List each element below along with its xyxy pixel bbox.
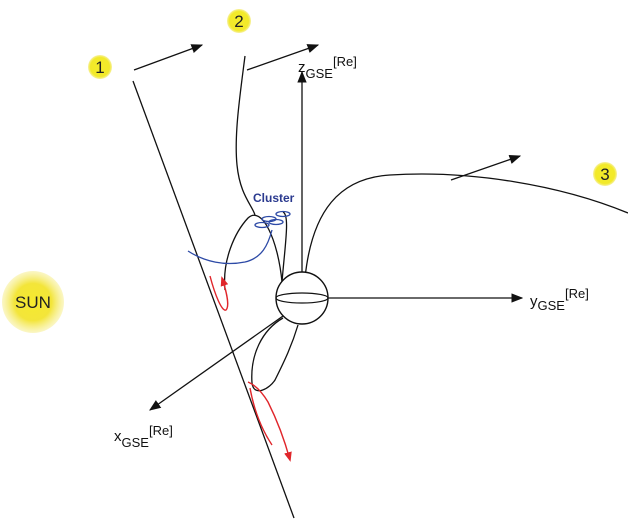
y-axis-label-sup: [Re] xyxy=(565,286,589,301)
field-line-3 xyxy=(304,173,628,279)
red-loop-upper xyxy=(209,275,229,311)
x-axis-label-main: x xyxy=(114,428,122,445)
red-loop-lower xyxy=(247,381,292,462)
badge-2-circle xyxy=(227,9,251,33)
sun-disc xyxy=(2,271,64,333)
motion-arrow-2 xyxy=(246,44,320,71)
dayside-loop-upper xyxy=(223,214,283,291)
badge-3: 3 xyxy=(593,162,617,186)
motion-arrow-1 xyxy=(133,44,204,71)
z-axis-label-sup: [Re] xyxy=(333,54,357,69)
motion-arrow-3 xyxy=(450,155,522,181)
trajectory-1-line xyxy=(132,80,295,519)
cluster-label: Cluster xyxy=(253,191,295,205)
z-axis-label-sub: GSE xyxy=(306,66,334,81)
x-axis-label: xGSE[Re] xyxy=(114,423,173,450)
y-axis-label-main: y xyxy=(530,293,538,310)
spacecraft-a xyxy=(275,210,291,218)
badge-1-circle xyxy=(88,55,112,79)
spacecraft-d xyxy=(254,221,270,229)
x-axis-label-sub: GSE xyxy=(122,435,150,450)
z-axis-label-main: z xyxy=(298,59,306,76)
sun: SUN xyxy=(2,271,64,333)
earth-sphere xyxy=(275,271,329,325)
badge-3-circle xyxy=(593,162,617,186)
x-axis-label-sup: [Re] xyxy=(149,423,173,438)
red-loop-lower-inner xyxy=(249,387,273,446)
badge-2: 2 xyxy=(227,9,251,33)
x-axis xyxy=(149,315,284,411)
spacecraft-c xyxy=(268,218,284,226)
z-axis-label: zGSE[Re] xyxy=(298,54,357,81)
field-line-2 xyxy=(235,55,256,216)
nightside-loop-lower xyxy=(251,317,299,392)
cusp-inner-line xyxy=(281,211,288,283)
badge-1-label: 1 xyxy=(95,58,104,77)
badge-2-label: 2 xyxy=(234,12,243,31)
y-axis-label-sub: GSE xyxy=(538,298,566,313)
y-axis-label: yGSE[Re] xyxy=(530,286,589,313)
earth xyxy=(275,271,329,325)
cluster-spacecraft-icon xyxy=(254,210,291,229)
cluster-orbit xyxy=(187,229,273,265)
badge-3-label: 3 xyxy=(600,165,609,184)
badge-1: 1 xyxy=(88,55,112,79)
sun-label: SUN xyxy=(15,293,51,312)
